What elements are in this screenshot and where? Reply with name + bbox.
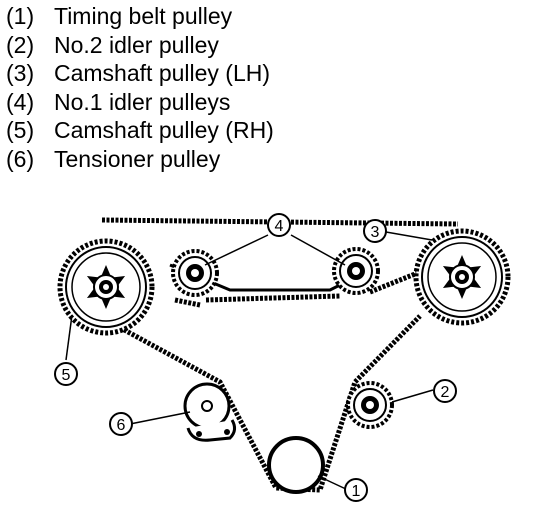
no1-idler-pulley-left	[171, 249, 219, 297]
legend-item-2: (2) No.2 idler pulley	[6, 31, 274, 60]
callout-1: 1	[344, 478, 368, 502]
legend-number: (2)	[6, 31, 35, 58]
svg-text:2: 2	[441, 384, 450, 401]
callout-4: 4	[267, 213, 291, 237]
legend-label: No.1 idler pulleys	[54, 88, 231, 115]
callout-6: 6	[109, 412, 133, 436]
legend-number: (1)	[6, 3, 35, 29]
pulley-legend: (1) Timing belt pulley (2) No.2 idler pull…	[6, 2, 274, 174]
legend-item-6: (6) Tensioner pulley	[6, 145, 274, 174]
callout-5: 5	[54, 362, 78, 386]
no1-idler-pulley-right	[332, 247, 380, 295]
legend-item-1: (1) Timing belt pulley	[6, 2, 274, 31]
legend-label: Camshaft pulley (RH)	[54, 117, 274, 144]
no2-idler-pulley	[346, 381, 394, 429]
camshaft-pulley-rh	[60, 241, 152, 333]
svg-text:4: 4	[275, 218, 284, 235]
svg-text:6: 6	[117, 417, 126, 434]
legend-label: Timing belt pulley	[54, 3, 233, 29]
callout-3: 3	[363, 219, 387, 243]
legend-label: Tensioner pulley	[54, 145, 221, 172]
legend-number: (3)	[6, 60, 35, 87]
tensioner-pulley	[183, 382, 237, 442]
timing-belt-pulley	[267, 436, 325, 494]
legend-number: (4)	[6, 88, 35, 115]
legend-number: (5)	[6, 117, 35, 144]
svg-text:1: 1	[352, 483, 361, 500]
legend-number: (6)	[6, 145, 35, 172]
callout-leaders	[65, 231, 434, 491]
legend-label: Camshaft pulley (LH)	[54, 60, 271, 87]
legend-item-3: (3) Camshaft pulley (LH)	[6, 59, 274, 88]
camshaft-pulley-lh	[416, 231, 508, 323]
svg-text:3: 3	[371, 224, 380, 241]
legend-label: No.2 idler pulley	[54, 31, 219, 58]
svg-text:5: 5	[62, 367, 71, 384]
callout-2: 2	[433, 379, 457, 403]
legend-item-5: (5) Camshaft pulley (RH)	[6, 116, 274, 145]
legend-item-4: (4) No.1 idler pulleys	[6, 88, 274, 117]
